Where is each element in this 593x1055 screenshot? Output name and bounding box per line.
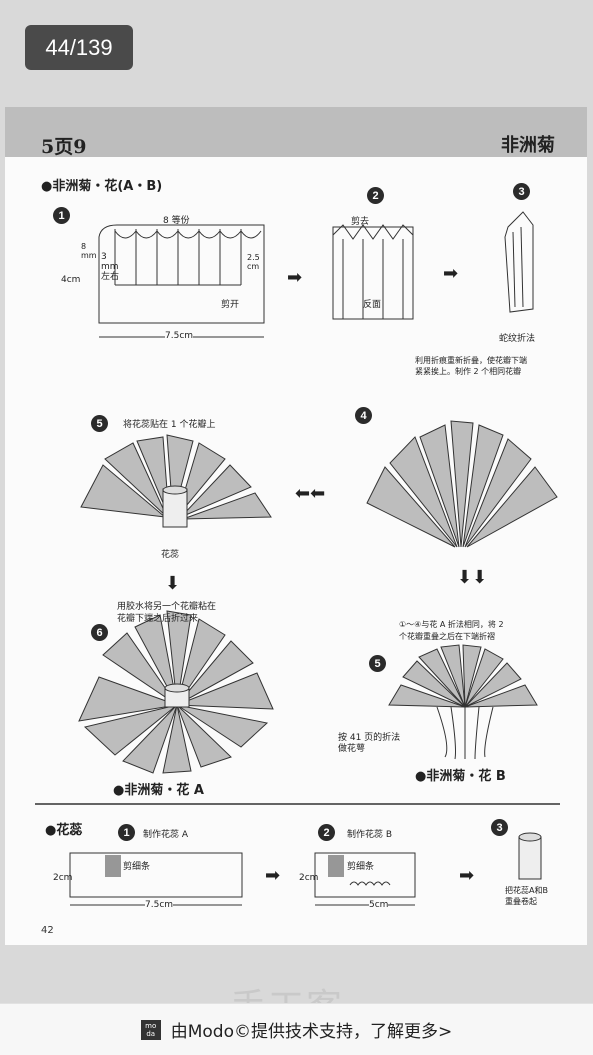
flower-a-label: ●非洲菊・花 A [113, 783, 204, 798]
pistil-label: 花蕊 [161, 550, 180, 560]
page-number: 42 [41, 925, 54, 936]
flower-section-title: ●非洲菊・花(A・B) [41, 179, 163, 194]
step-6-badge: 6 [91, 624, 108, 641]
flower-b-label: ●非洲菊・花 B [415, 769, 506, 784]
reverse-side-label: 反面 [363, 300, 382, 310]
arrow-right-3: ➡ [265, 865, 281, 886]
folded-strip [504, 211, 534, 313]
arrow-left-double: ⬅⬅ [295, 483, 326, 504]
arrow-right-1: ➡ [287, 267, 303, 288]
arrow-right-4: ➡ [459, 865, 475, 886]
page-topic-title: 非洲菊 [501, 135, 555, 156]
step-6-note: 用胶水将另一个花瓣粘在 花瓣下端之后折过来 [117, 602, 217, 624]
cut-off-label: 剪去 [351, 217, 370, 227]
make-pistil-b-label: 制作花蕊 B [347, 830, 393, 840]
dim-7-5cm-pistil: 7.5cm [145, 900, 174, 910]
calyx-note: 按 41 页的折法 做花萼 [338, 733, 401, 754]
equal-parts-label: 8 等份 [163, 216, 190, 226]
fine-cut-b-label: 剪细条 [347, 862, 375, 872]
flower-b-note: ①～④与花 A 折法相同，将 2 个花瓣重叠之后在下端折褶 [399, 620, 504, 641]
step-5b-badge: 5 [369, 655, 386, 672]
pistil-strip-a [69, 852, 243, 898]
step-2-badge: 2 [367, 187, 384, 204]
dim-2cm-a: 2cm [53, 873, 73, 883]
arrow-down-1: ⬇ [165, 573, 181, 594]
dim-2-5cm: 2.5 cm [247, 253, 260, 271]
make-pistil-a-label: 制作花蕊 A [143, 830, 189, 840]
step-1-badge: 1 [53, 207, 70, 224]
footer-link[interactable]: 由Modo©提供技术支持，了解更多> [170, 1022, 453, 1042]
petal-fan-step4 [366, 420, 558, 548]
dim-8mm: 8 mm [81, 242, 97, 260]
dim-3mm: 3 mm 左右 [101, 252, 120, 282]
pistil-strip-b [314, 852, 416, 898]
step-3-note: 利用折痕重新折叠，使花瓣下端 紧紧挨上。制作 2 个相同花瓣 [415, 356, 527, 376]
page-counter: 44/139 [25, 25, 133, 70]
cut-open-label: 剪开 [221, 300, 240, 310]
step-4-badge: 4 [355, 407, 372, 424]
dim-7-5cm: 7.5cm [165, 331, 194, 341]
fine-cut-a-label: 剪细条 [123, 862, 151, 872]
flower-b-complete [388, 644, 538, 760]
pistil-step-2-badge: 2 [318, 824, 335, 841]
dim-5cm-pistil: 5cm [369, 900, 389, 910]
pistil-step-1-badge: 1 [118, 824, 135, 841]
pistil-roll [518, 836, 542, 880]
pistil-section-title: ●花蕊 [45, 823, 83, 838]
paper-strip-step2 [332, 226, 414, 320]
accordion-fold-label: 蛇纹折法 [499, 334, 536, 344]
page-header [5, 107, 587, 157]
step-5a-badge: 5 [91, 415, 108, 432]
step-3-badge: 3 [513, 183, 530, 200]
footer-bar[interactable]: mo da 由Modo©提供技术支持，了解更多> [0, 1003, 593, 1055]
craft-illustrations [35, 211, 560, 906]
manual-page: 5页9 非洲菊 [5, 107, 587, 945]
roll-note: 把花蕊A和B 重叠卷起 [505, 886, 548, 906]
dim-2cm-b: 2cm [299, 873, 319, 883]
pistil-step-3-badge: 3 [491, 819, 508, 836]
paper-strip-step1 [98, 224, 265, 324]
page-section-title: 5页9 [41, 136, 87, 158]
petal-fan-step5 [80, 434, 272, 528]
arrow-right-2: ➡ [443, 263, 459, 284]
modo-icon: mo da [140, 1019, 161, 1040]
dim-4cm: 4cm [61, 275, 81, 285]
arrow-down-2: ⬇⬇ [457, 567, 488, 588]
flower-a-complete [78, 610, 274, 774]
step-5a-note: 将花蕊贴在 1 个花瓣上 [123, 420, 216, 430]
